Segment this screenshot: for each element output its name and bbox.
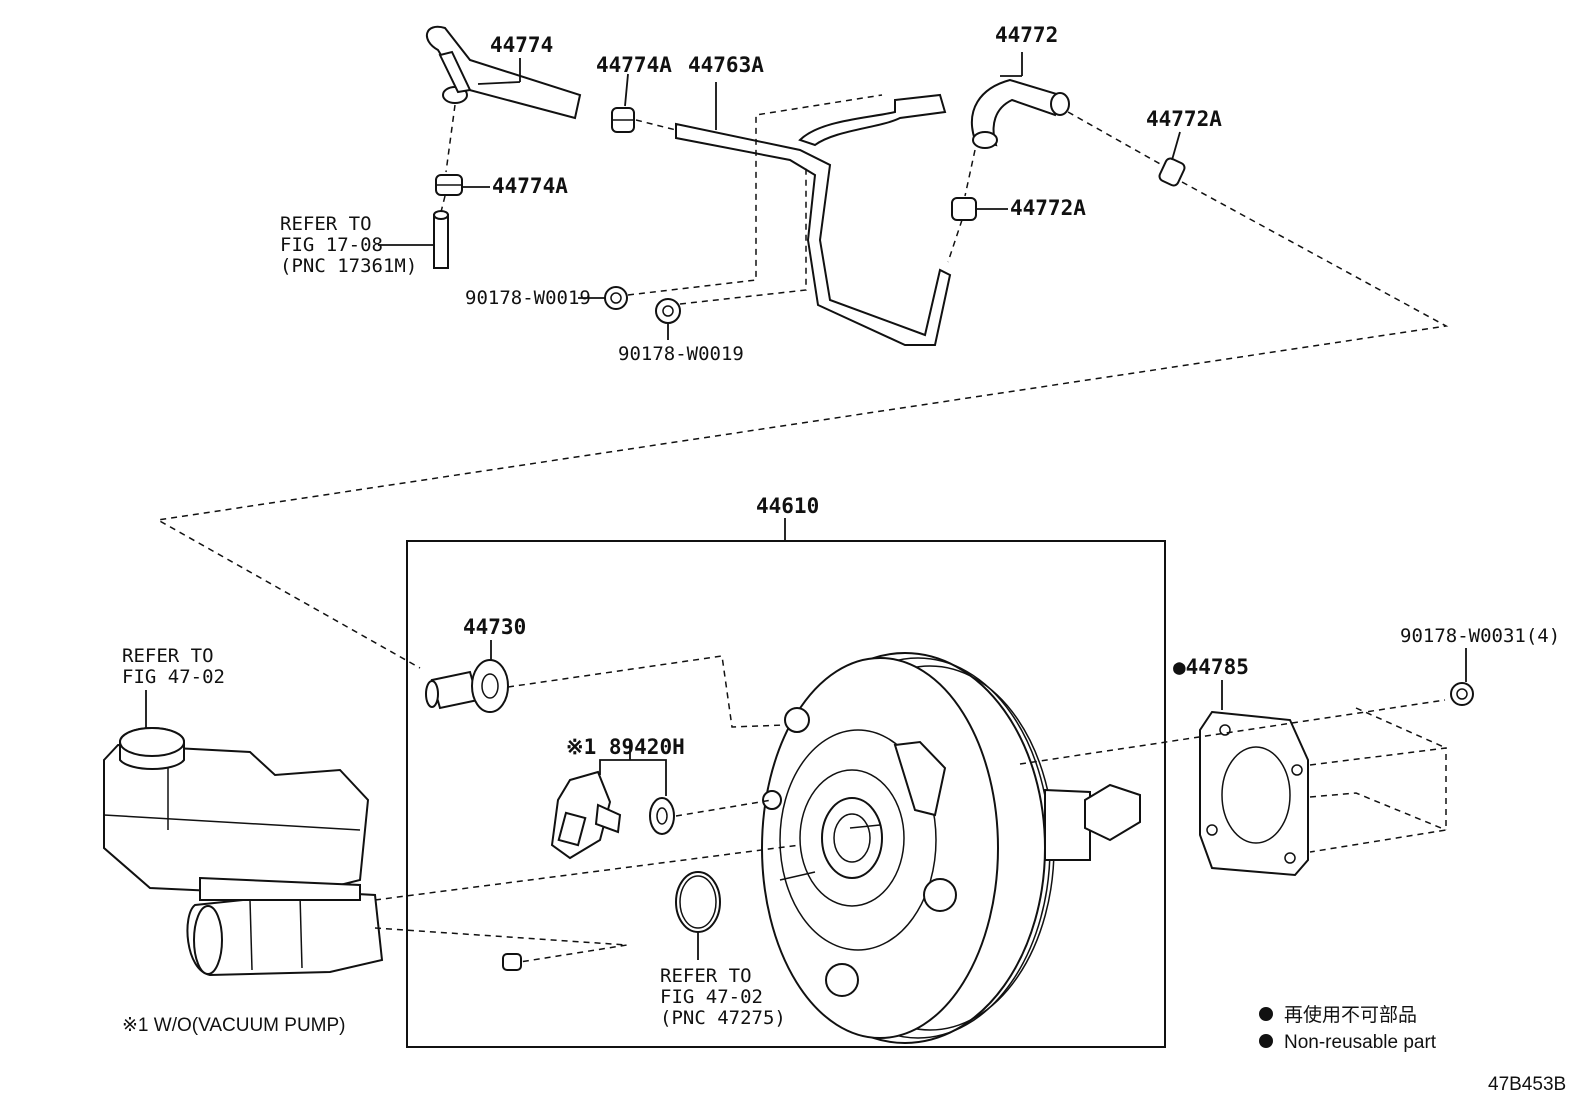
brake-booster-44610 — [761, 652, 1141, 1044]
clamp-44772A-right — [1158, 157, 1186, 187]
check-valve-44730 — [425, 659, 509, 713]
nut-small — [502, 953, 522, 971]
bolt-90178-W0019-b — [655, 298, 681, 324]
refer-fig17-line2: FIG 17-08 — [280, 234, 383, 256]
label-44610: 44610 — [756, 494, 819, 518]
clamp-44774A-top — [611, 107, 635, 133]
gasket-44785 — [1199, 710, 1309, 877]
clamp-44772A-mid — [951, 197, 977, 221]
pressure-sensor-89420H — [550, 770, 675, 860]
refer-fig47-master-line1: REFER TO — [122, 645, 214, 667]
label-44774: 44774 — [490, 33, 553, 57]
nut-90178-W0031 — [1450, 682, 1474, 706]
legend-en: Non-reusable part — [1284, 1032, 1437, 1053]
legend-dot-en — [1259, 1034, 1273, 1048]
label-44772A-right: 44772A — [1146, 107, 1222, 131]
master-cylinder-reservoir — [103, 727, 370, 897]
leader-44774 — [477, 81, 521, 85]
refer-fig47-ring-line3: (PNC 47275) — [660, 1007, 786, 1029]
o-ring-47275 — [675, 871, 721, 933]
label-44774A-top: 44774A — [596, 53, 672, 77]
label-44730: 44730 — [463, 615, 526, 639]
label-44785: ●44785 — [1173, 655, 1249, 679]
legend-jp: 再使用不可部品 — [1284, 1004, 1417, 1026]
pipe-44763A — [675, 93, 952, 346]
refer-fig47-master-line2: FIG 47-02 — [122, 666, 225, 688]
refer-fig47-ring-line2: FIG 47-02 — [660, 986, 763, 1008]
footnote: ※1 W/O(VACUUM PUMP) — [122, 1015, 346, 1036]
clamp-44774A-mid — [435, 174, 463, 196]
legend-dot-jp — [1259, 1007, 1273, 1021]
refer-fig17-line1: REFER TO — [280, 213, 372, 235]
diagram-id: 47B453B — [1488, 1074, 1566, 1095]
refer-fig17-line3: (PNC 17361M) — [280, 255, 417, 277]
master-cylinder-body — [186, 876, 384, 977]
pipe-stub-17361M — [433, 210, 449, 269]
label-44774A-mid: 44774A — [492, 174, 568, 198]
label-44763A: 44763A — [688, 53, 764, 77]
bolt-90178-W0019-a — [604, 286, 628, 310]
label-44772A-mid: 44772A — [1010, 196, 1086, 220]
booster-assembly-frame — [406, 540, 1166, 1048]
label-nut-w0031: 90178-W0031(4) — [1400, 625, 1560, 647]
refer-fig47-ring-line1: REFER TO — [660, 965, 752, 987]
label-bolt-a: 90178-W0019 — [465, 287, 591, 309]
label-bolt-b: 90178-W0019 — [618, 343, 744, 365]
label-89420H: ※1 89420H — [566, 735, 685, 759]
hose-44772 — [970, 78, 1070, 149]
hose-44774 — [426, 25, 582, 120]
label-44772: 44772 — [995, 23, 1058, 47]
